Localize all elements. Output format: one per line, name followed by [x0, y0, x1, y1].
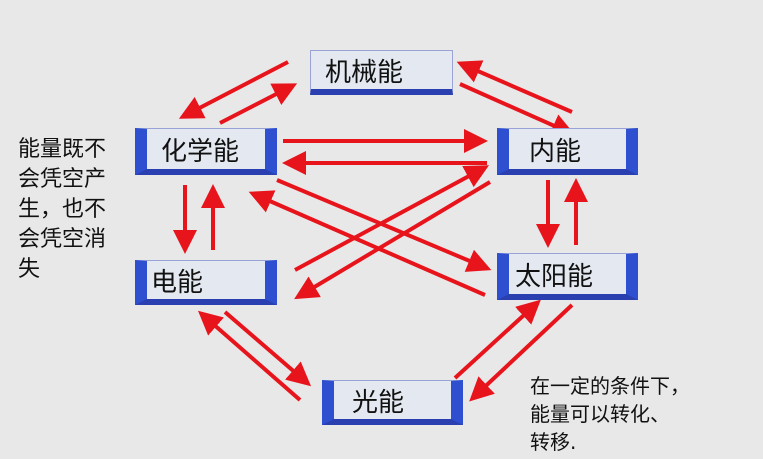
node-solar: 太阳能 — [497, 253, 638, 300]
arrow-electric-to-light — [223, 310, 312, 387]
arrow-chemical-to-mechanical — [219, 83, 298, 125]
node-mechanical: 机械能 — [310, 50, 453, 95]
node-light: 光能 — [322, 380, 463, 425]
node-label: 化学能 — [161, 136, 240, 167]
arrow-internal-to-electric — [294, 180, 492, 300]
arrow-solar-to-light — [469, 303, 574, 402]
node-internal: 内能 — [497, 128, 638, 175]
arrow-light-to-solar — [453, 299, 541, 380]
conversion-note: 在一定的条件下， 能量可以转化、 转移. — [530, 374, 690, 454]
arrow-solar-to-chemical — [248, 190, 486, 297]
arrow-mechanical-to-internal — [459, 82, 576, 137]
node-label: 内能 — [529, 136, 582, 167]
arrow-light-to-electric — [197, 310, 302, 402]
node-electric: 电能 — [135, 260, 277, 305]
conservation-note: 能量既不 会凭空产 生，也不 会凭空消 失 — [18, 137, 107, 282]
node-label: 机械能 — [325, 57, 404, 88]
node-label: 电能 — [151, 267, 204, 298]
node-label: 太阳能 — [515, 261, 594, 292]
arrow-electric-to-internal — [294, 165, 490, 272]
arrow-internal-to-mechanical — [456, 60, 573, 114]
node-label: 光能 — [352, 387, 405, 418]
arrow-mechanical-to-chemical — [178, 60, 289, 119]
node-chemical: 化学能 — [135, 128, 277, 175]
